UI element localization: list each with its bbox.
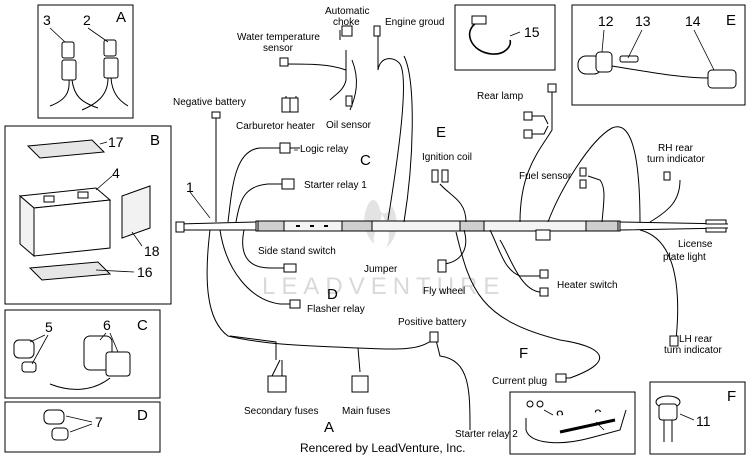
connector-pair-icon (49, 39, 129, 111)
panel-letter-a: A (116, 9, 126, 26)
panel-15: 15 (454, 4, 556, 71)
spark-plug-cap-icon (577, 51, 737, 89)
part-number-18: 18 (144, 243, 160, 259)
label-rh-rear-2: turn indicator (647, 154, 705, 165)
panel-letter-b: B (150, 132, 160, 149)
relay-icon (13, 335, 131, 390)
watermark-text: LEADVENTURE (262, 273, 505, 300)
label-carburetor-heater: Carburetor heater (236, 121, 316, 132)
label-license-2: plate light (663, 252, 706, 263)
label-starter-relay-2: Starter relay 2 (455, 429, 518, 440)
part-number-2: 2 (83, 12, 91, 28)
area-letter-c: C (360, 152, 371, 169)
area-letter-a: A (324, 419, 334, 436)
leader-lines (189, 149, 298, 219)
part-number-9: 9 (556, 407, 564, 423)
part-number-14: 14 (685, 13, 701, 29)
label-rear-lamp: Rear lamp (477, 91, 524, 102)
part-number-15: 15 (524, 24, 540, 40)
part-number-11: 11 (696, 413, 711, 429)
area-letter-f: F (519, 345, 528, 362)
part-number-7: 7 (95, 414, 103, 430)
label-automatic-choke-1: Automatic (325, 6, 369, 17)
label-rh-rear-1: RH rear (658, 143, 694, 154)
fuse-icon (43, 409, 69, 441)
panel-f: F 11 (649, 381, 746, 455)
panel-a-top: A 3 2 (37, 4, 134, 119)
panel-d: D 7 (4, 401, 161, 453)
label-automatic-choke-2: choke (333, 17, 360, 28)
label-water-temp-1: Water temperature (237, 32, 320, 43)
label-secondary-fuses: Secondary fuses (244, 406, 319, 417)
part-number-17: 17 (108, 134, 124, 150)
panel-e-top: E 12 13 14 (571, 4, 746, 106)
label-logic-relay: Logic relay (300, 144, 348, 155)
label-lh-rear-2: turn indicator (664, 345, 722, 356)
label-water-temp-2: sensor (263, 43, 294, 54)
battery-icon (18, 139, 151, 281)
label-lh-rear-1: LH rear (679, 334, 713, 345)
watermark-logo: LEADVENTURE (262, 199, 505, 300)
label-ignition-coil: Ignition coil (422, 152, 472, 163)
part-number-6: 6 (103, 317, 111, 333)
label-heater-switch: Heater switch (557, 280, 618, 291)
label-engine-ground: Engine groud (385, 17, 445, 28)
label-fly-wheel: Fly wheel (423, 286, 465, 297)
label-starter-relay-1: Starter relay 1 (304, 180, 367, 191)
battery-terminal-box: 9 10 8 (509, 391, 636, 455)
label-jumper: Jumper (364, 264, 398, 275)
panel-letter-f: F (727, 388, 736, 405)
part-number-5: 5 (45, 319, 53, 335)
label-negative-battery: Negative battery (173, 97, 246, 108)
cable-tie-icon (468, 15, 512, 55)
credit-text: Rencered by LeadVenture, Inc. (300, 441, 465, 455)
label-license-1: License (678, 239, 713, 250)
part-number-13: 13 (635, 13, 651, 29)
panel-letter-c: C (137, 317, 148, 334)
label-flasher-relay: Flasher relay (307, 304, 365, 315)
part-number-3: 3 (43, 12, 51, 28)
panel-letter-e: E (726, 12, 736, 29)
area-letter-d: D (327, 286, 338, 303)
panel-c: C 5 6 (4, 309, 161, 399)
label-fuel-sensor: Fuel sensor (519, 171, 572, 182)
label-oil-sensor: Oil sensor (326, 120, 372, 131)
label-main-fuses: Main fuses (342, 406, 390, 417)
part-number-12: 12 (598, 13, 614, 29)
part-number-4: 4 (112, 165, 120, 181)
part-number-1: 1 (186, 179, 194, 195)
area-letter-e: E (436, 124, 446, 141)
label-current-plug: Current plug (492, 376, 547, 387)
socket-icon (655, 395, 681, 442)
label-side-stand-switch: Side stand switch (258, 246, 336, 257)
main-harness (175, 25, 729, 431)
panel-letter-d: D (137, 407, 148, 424)
part-number-16: 16 (137, 264, 153, 280)
terminal-bolt-icon (525, 400, 627, 444)
panel-b: B 17 4 18 16 (4, 125, 172, 305)
label-positive-battery: Positive battery (398, 317, 466, 328)
